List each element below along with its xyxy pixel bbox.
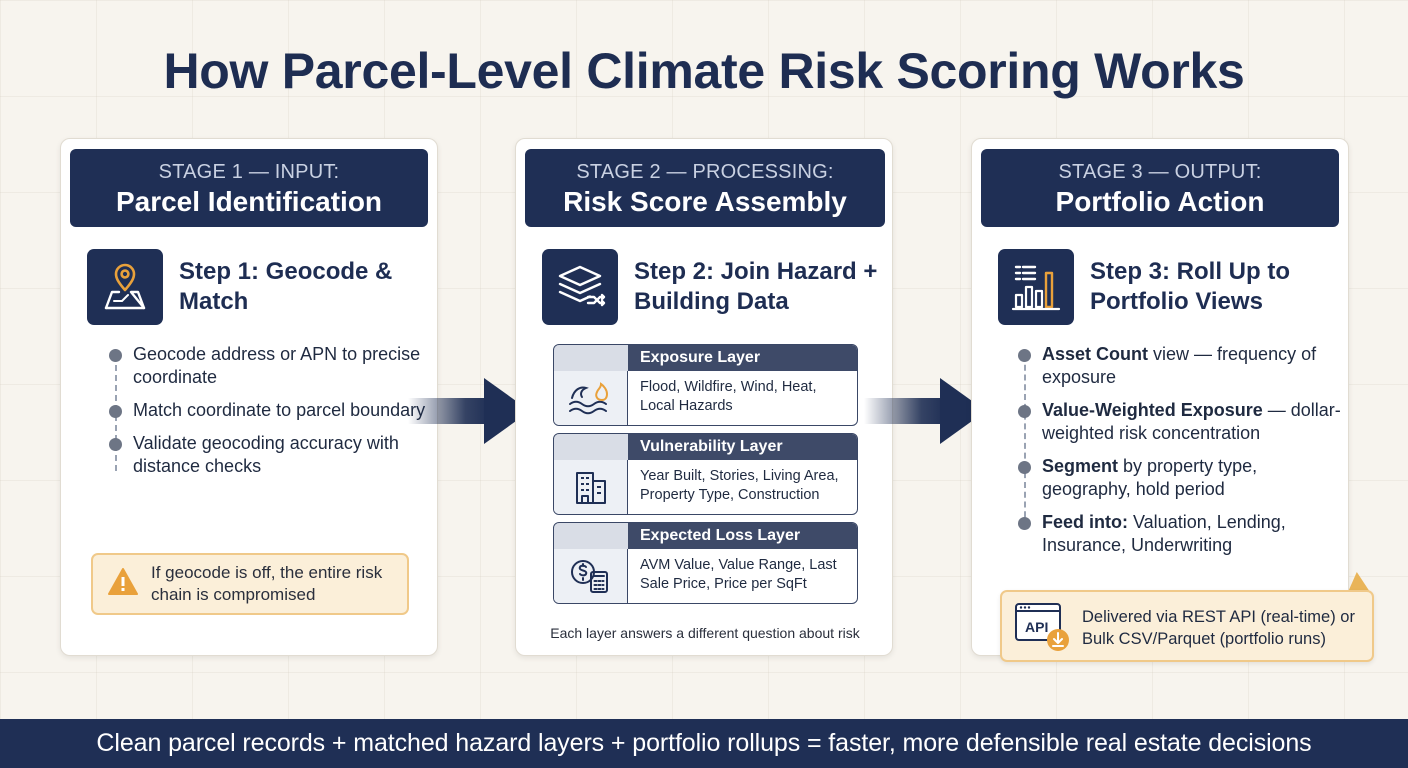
bullet-connector: [1024, 355, 1026, 527]
exposure-layer: Exposure Layer Flood, Wildfire, Wind, He…: [553, 344, 858, 426]
stage-2-header: STAGE 2 — PROCESSING: Risk Score Assembl…: [525, 149, 885, 227]
map-pin-icon: [87, 249, 163, 325]
layer-text: AVM Value, Value Range, Last Sale Price,…: [640, 557, 837, 592]
step-2-title: Step 2: Join Hazard + Building Data: [634, 258, 878, 315]
stage-1-bullets: Geocode address or APN to precise coordi…: [103, 343, 433, 488]
list-item: Geocode address or APN to precise coordi…: [103, 343, 433, 389]
stage-2-card: STAGE 2 — PROCESSING: Risk Score Assembl…: [515, 138, 893, 656]
wave-fire-icon: [554, 371, 628, 425]
stage-3-name: Portfolio Action: [1055, 186, 1265, 217]
list-item: Value-Weighted Exposure — dollar-weighte…: [1012, 399, 1342, 445]
delivery-text: Delivered via REST API (real-time) or Bu…: [1082, 608, 1355, 648]
list-item: Validate geocoding accuracy with distanc…: [103, 432, 433, 478]
stage-1-header: STAGE 1 — INPUT: Parcel Identification: [70, 149, 428, 227]
warning-icon: [107, 567, 139, 602]
stage-1-name: Parcel Identification: [115, 186, 383, 217]
vulnerability-layer: Vulnerability Layer Year Built, Stories,…: [553, 433, 858, 515]
stage-3-header: STAGE 3 — OUTPUT: Portfolio Action: [981, 149, 1339, 227]
svg-text:API: API: [1025, 619, 1048, 635]
stage-2-name: Risk Score Assembly: [563, 186, 847, 217]
stage-2-label: STAGE 2 — PROCESSING:: [576, 161, 834, 183]
layer-text: Year Built, Stories, Living Area, Proper…: [640, 468, 839, 503]
delivery-box: API Delivered via REST API (real-time) o…: [1000, 590, 1374, 662]
geocode-warning: If geocode is off, the entire risk chain…: [91, 553, 409, 615]
layers-icon: [542, 249, 618, 325]
step-1-title: Step 1: Geocode & Match: [179, 258, 393, 315]
api-download-icon: API: [1014, 602, 1072, 659]
list-item: Asset Count view — frequency of exposure: [1012, 343, 1342, 389]
footer-banner: Clean parcel records + matched hazard la…: [0, 719, 1408, 768]
expected-loss-layer: Expected Loss Layer AVM Value, Value Ran…: [553, 522, 858, 604]
dashboard-chart-icon: [998, 249, 1074, 325]
flow-arrow-1: [408, 376, 532, 451]
step-3-title: Step 3: Roll Up to Portfolio Views: [1090, 258, 1290, 315]
building-icon: [554, 460, 628, 514]
stage-3-card: STAGE 3 — OUTPUT: Portfolio Action Step …: [971, 138, 1349, 656]
stage-1-card: STAGE 1 — INPUT: Parcel Identification S…: [60, 138, 438, 656]
stage-1-label: STAGE 1 — INPUT:: [158, 161, 340, 183]
warning-text: If geocode is off, the entire risk chain…: [151, 563, 383, 604]
page-title: How Parcel-Level Climate Risk Scoring Wo…: [163, 43, 1245, 99]
list-item: Feed into: Valuation, Lending, Insurance…: [1012, 511, 1342, 557]
layers-caption: Each layer answers a different question …: [550, 625, 860, 641]
delivery-fold: [1348, 572, 1370, 592]
list-item: Match coordinate to parcel boundary: [103, 399, 433, 422]
list-item: Segment by property type, geography, hol…: [1012, 455, 1342, 501]
dollar-calculator-icon: [554, 549, 628, 603]
flow-arrow-2: [864, 376, 988, 451]
stage-3-bullets: Asset Count view — frequency of exposure…: [1012, 343, 1342, 567]
layer-text: Flood, Wildfire, Wind, Heat, Local Hazar…: [640, 379, 817, 414]
stage-3-label: STAGE 3 — OUTPUT:: [1058, 161, 1262, 183]
